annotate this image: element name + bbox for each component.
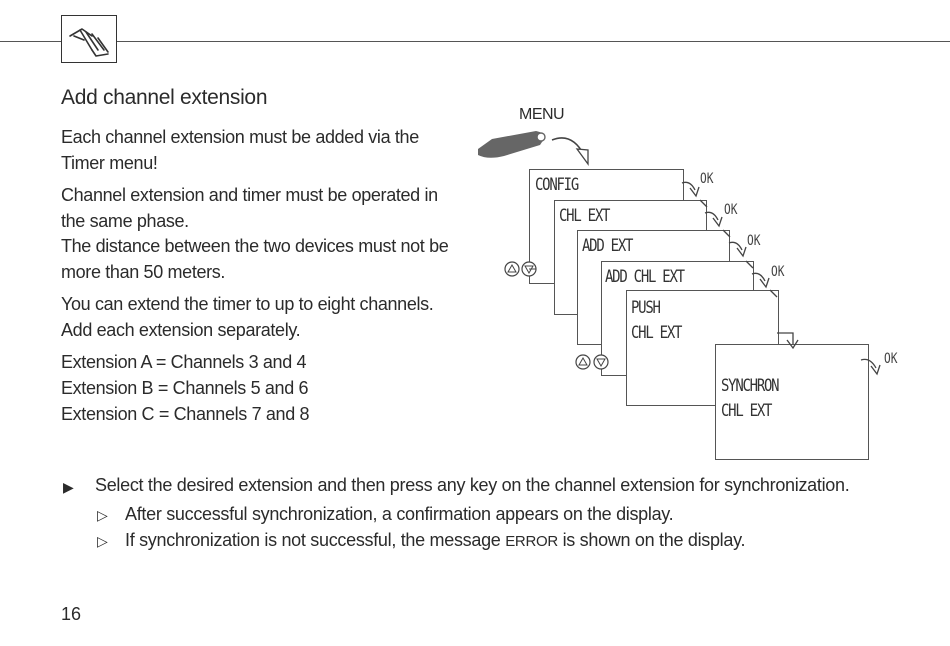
result-arrow-icon: ▷: [97, 533, 108, 549]
ok-label: OK: [771, 264, 785, 280]
ok-label: OK: [700, 171, 714, 187]
extension-a: Extension A = Channels 3 and 4: [61, 352, 307, 372]
hand-pointing-icon: [61, 15, 117, 63]
up-arrow-button-icon: [575, 354, 591, 370]
paragraph-menu: Each channel extension must be added via…: [61, 127, 419, 173]
ok-label: OK: [724, 202, 738, 218]
step-result-success: After successful synchronization, a conf…: [125, 504, 674, 524]
paragraph-phase: Channel extension and timer must be oper…: [61, 185, 438, 231]
ok-label: OK: [884, 351, 898, 367]
up-arrow-button-icon: [504, 261, 520, 277]
extension-b: Extension B = Channels 5 and 6: [61, 378, 309, 398]
finger-press-icon: [478, 131, 546, 158]
paragraph-distance: The distance between the two devices mus…: [61, 236, 449, 282]
paragraph-extend: You can extend the timer to up to eight …: [61, 294, 434, 340]
header-rule: [0, 41, 950, 42]
extension-list: Extension A = Channels 3 and 4 Extension…: [61, 349, 461, 427]
extension-c: Extension C = Channels 7 and 8: [61, 404, 310, 424]
ok-label: OK: [747, 233, 761, 249]
step-main: Select the desired extension and then pr…: [95, 475, 850, 495]
page-number: 16: [61, 604, 82, 624]
screen-synchron: SYNCHRON CHL EXT: [715, 344, 869, 460]
menu-label: MENU: [519, 106, 565, 123]
down-arrow-button-icon: [593, 354, 609, 370]
step-result-error: If synchronization is not successful, th…: [125, 530, 746, 550]
page-title: Add channel extension: [61, 86, 268, 109]
result-arrow-icon: ▷: [97, 507, 108, 523]
error-code: ERROR: [505, 533, 558, 550]
step-arrow-icon: ▶: [63, 479, 74, 495]
